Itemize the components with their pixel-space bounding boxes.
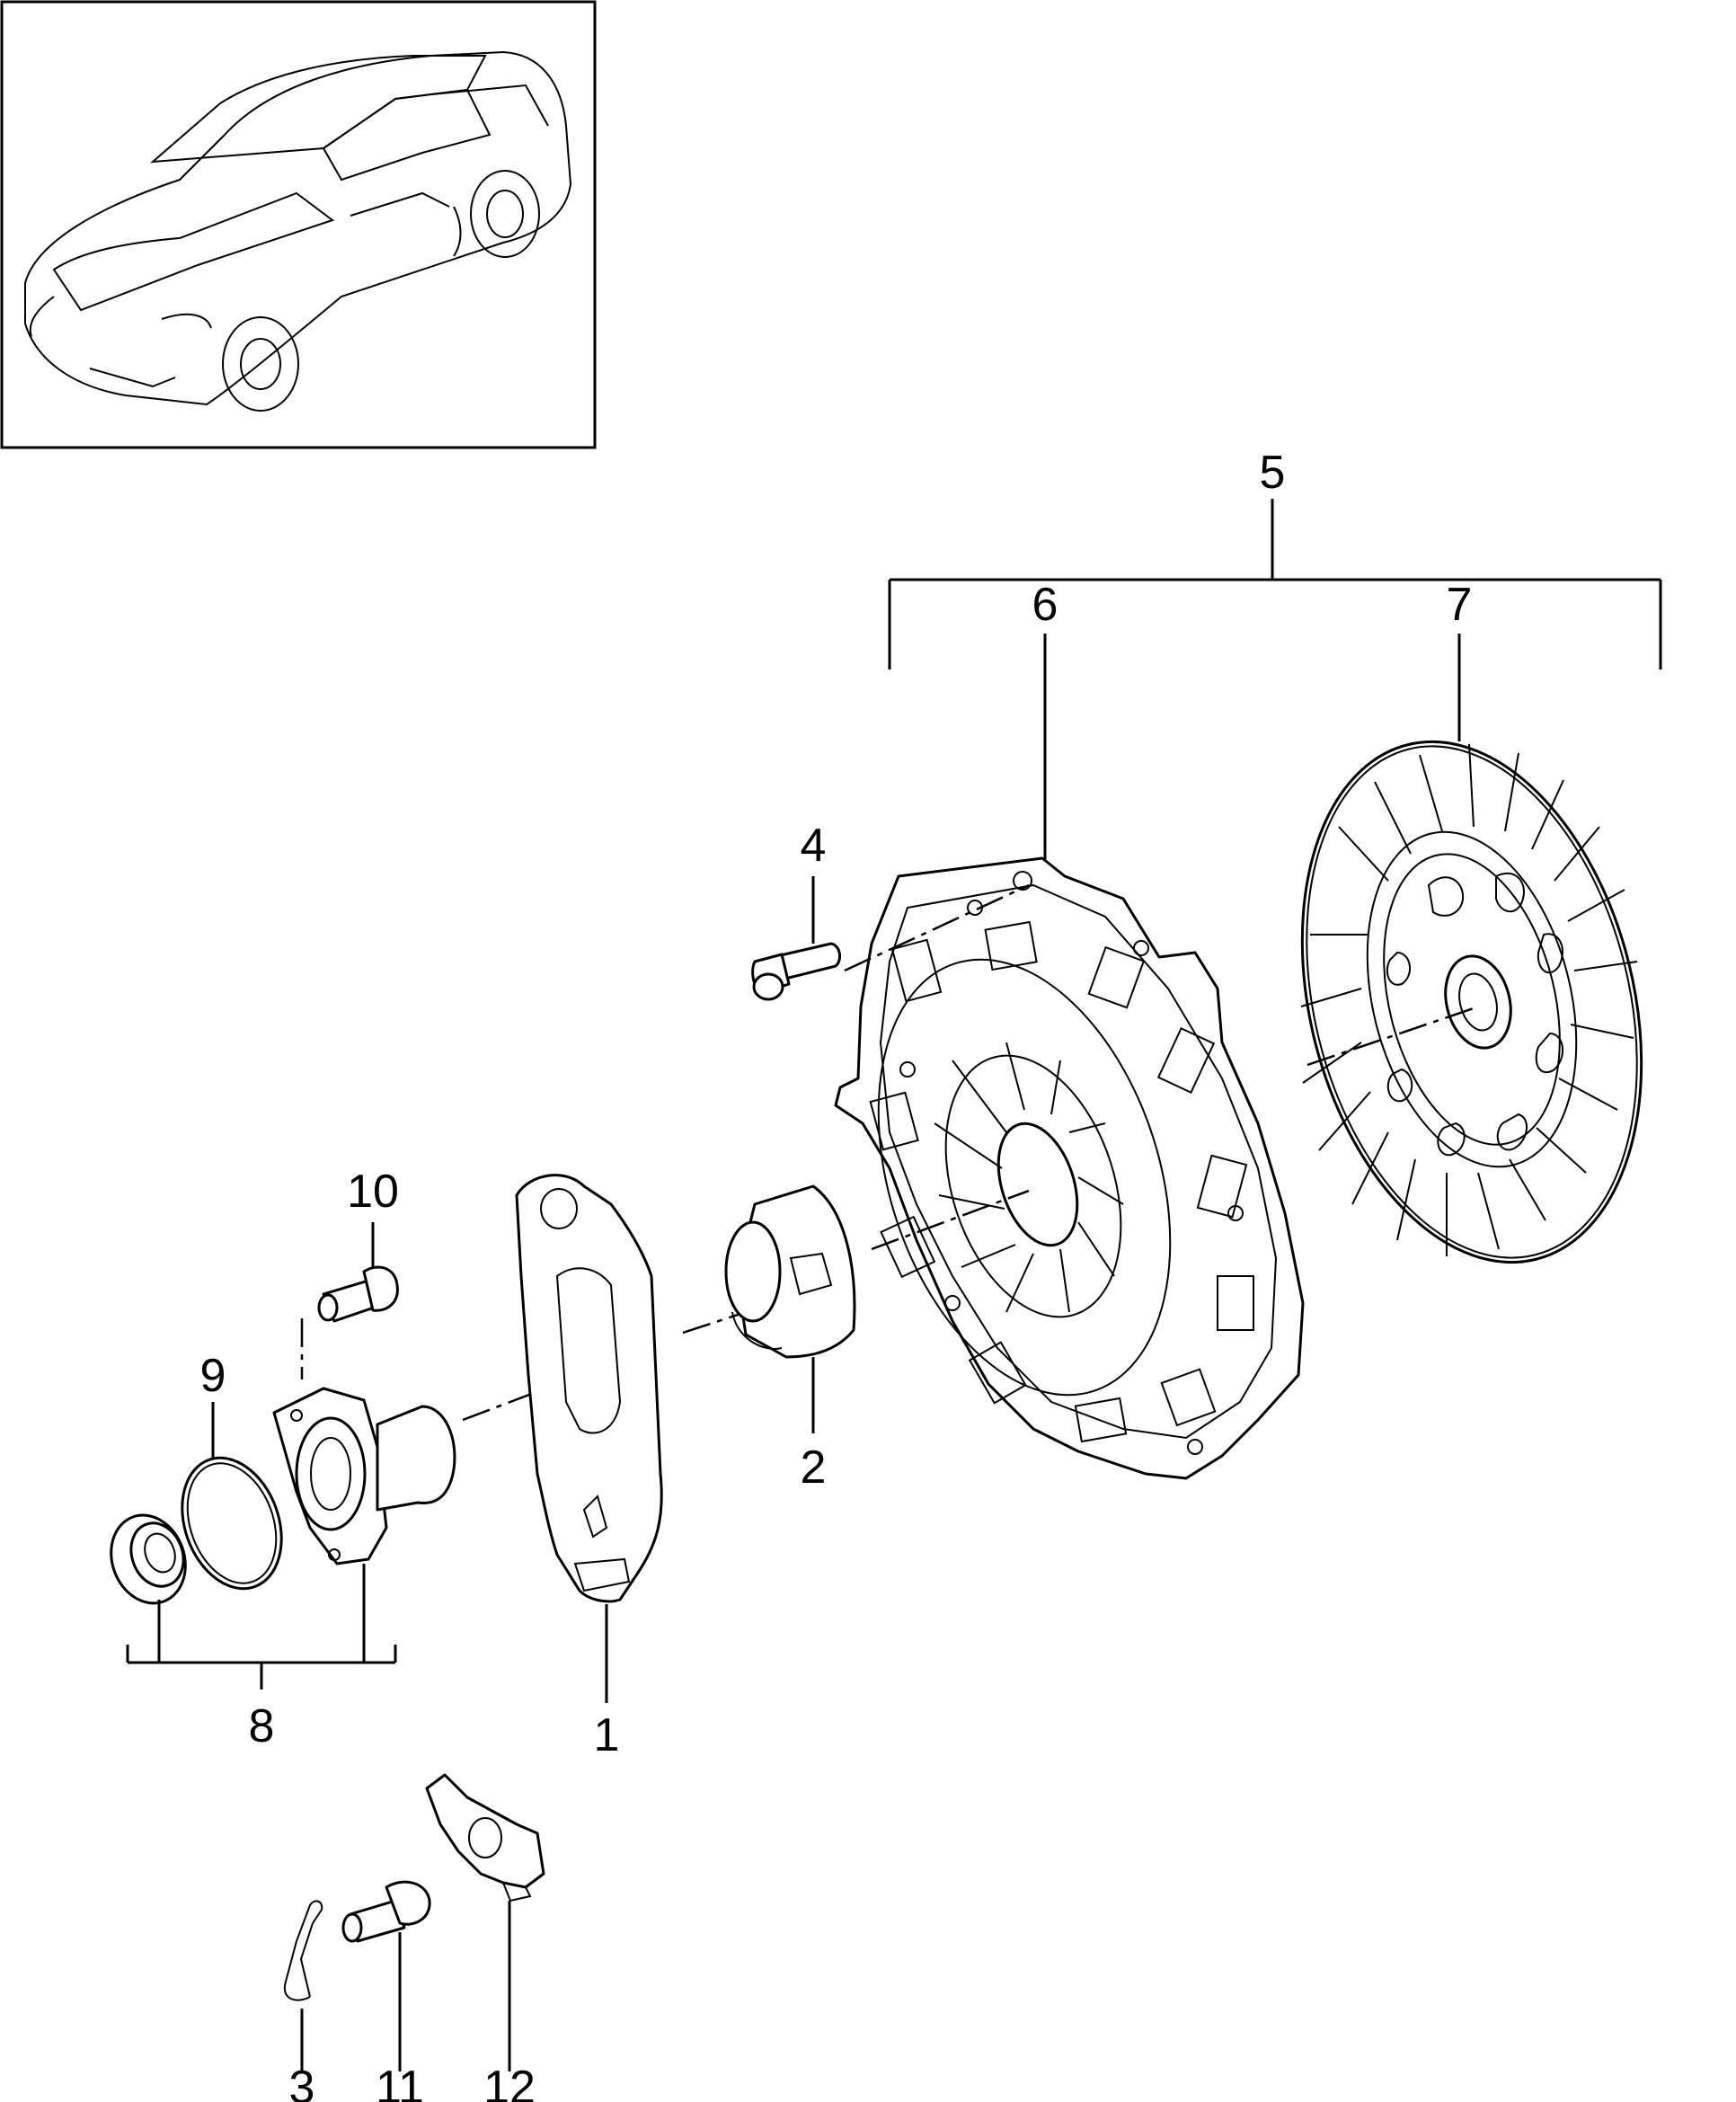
bolt-11 (341, 1880, 431, 1943)
group-bracket-5 (888, 499, 1662, 670)
spring-clip (283, 1900, 323, 2001)
clutch-disc (1300, 740, 1643, 1264)
bolt-4 (751, 942, 842, 1001)
callout-12: 12 (483, 2062, 536, 2102)
pressure-plate (834, 856, 1305, 1480)
callout-3: 3 (289, 2062, 315, 2102)
callout-2: 2 (801, 1441, 827, 1494)
callout-4: 4 (801, 820, 827, 872)
shaft-seal (110, 1513, 187, 1605)
callout-8: 8 (249, 1700, 275, 1752)
vehicle-thumbnail (0, 0, 597, 449)
callout-9: 9 (200, 1350, 226, 1402)
callout-7: 7 (1447, 579, 1473, 631)
group-bracket-8 (126, 1564, 397, 1690)
release-bearing (724, 1184, 856, 1359)
callout-11: 11 (376, 2062, 424, 2102)
callout-5: 5 (1260, 447, 1286, 499)
bracket-12 (425, 1773, 545, 1902)
bolt-10 (317, 1265, 399, 1323)
guide-tube (272, 1387, 456, 1565)
disc-hub-windows (1386, 872, 1563, 1157)
release-fork (515, 1174, 663, 1603)
callout-1: 1 (594, 1709, 620, 1761)
callout-10: 10 (347, 1166, 399, 1218)
o-ring (181, 1456, 283, 1591)
disc-segments (1300, 743, 1638, 1256)
car-outline-icon (24, 50, 572, 412)
callout-6: 6 (1032, 579, 1058, 631)
